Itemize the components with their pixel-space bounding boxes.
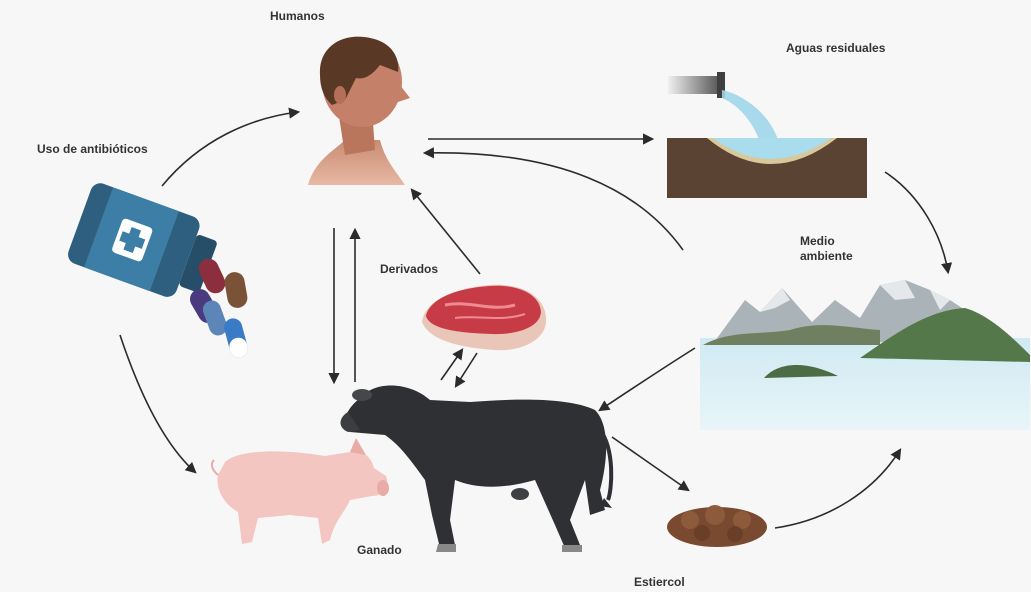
label-livestock: Ganado bbox=[357, 543, 402, 558]
label-environment: Medio ambiente bbox=[800, 234, 853, 264]
arrow-livestock-to-manure bbox=[612, 437, 688, 490]
label-derived: Derivados bbox=[380, 262, 438, 277]
meat-icon bbox=[422, 285, 546, 350]
arrow-wastewater-to-environment bbox=[885, 172, 948, 272]
arrow-environment-to-livestock bbox=[600, 348, 695, 410]
label-wastewater: Aguas residuales bbox=[786, 41, 885, 56]
arrow-livestock-to-derived bbox=[441, 350, 462, 380]
manure-icon bbox=[667, 505, 767, 547]
label-humans: Humanos bbox=[270, 9, 325, 24]
human-icon bbox=[308, 37, 410, 185]
label-antibiotic-use: Uso de antibióticos bbox=[37, 142, 148, 157]
cow-icon bbox=[341, 385, 613, 552]
antibiotic-bottle-icon bbox=[65, 180, 223, 307]
arrow-environment-to-humans bbox=[425, 153, 683, 250]
pig-icon bbox=[212, 438, 389, 544]
label-manure: Estiercol bbox=[634, 575, 685, 590]
arrow-manure-to-environment bbox=[775, 450, 900, 528]
environment-landscape-icon bbox=[700, 280, 1030, 430]
arrow-derived-to-livestock bbox=[456, 353, 477, 386]
wastewater-icon bbox=[667, 72, 867, 198]
arrow-antibiotics-to-humans bbox=[162, 112, 298, 186]
arrow-antibiotics-to-pig bbox=[120, 335, 195, 472]
